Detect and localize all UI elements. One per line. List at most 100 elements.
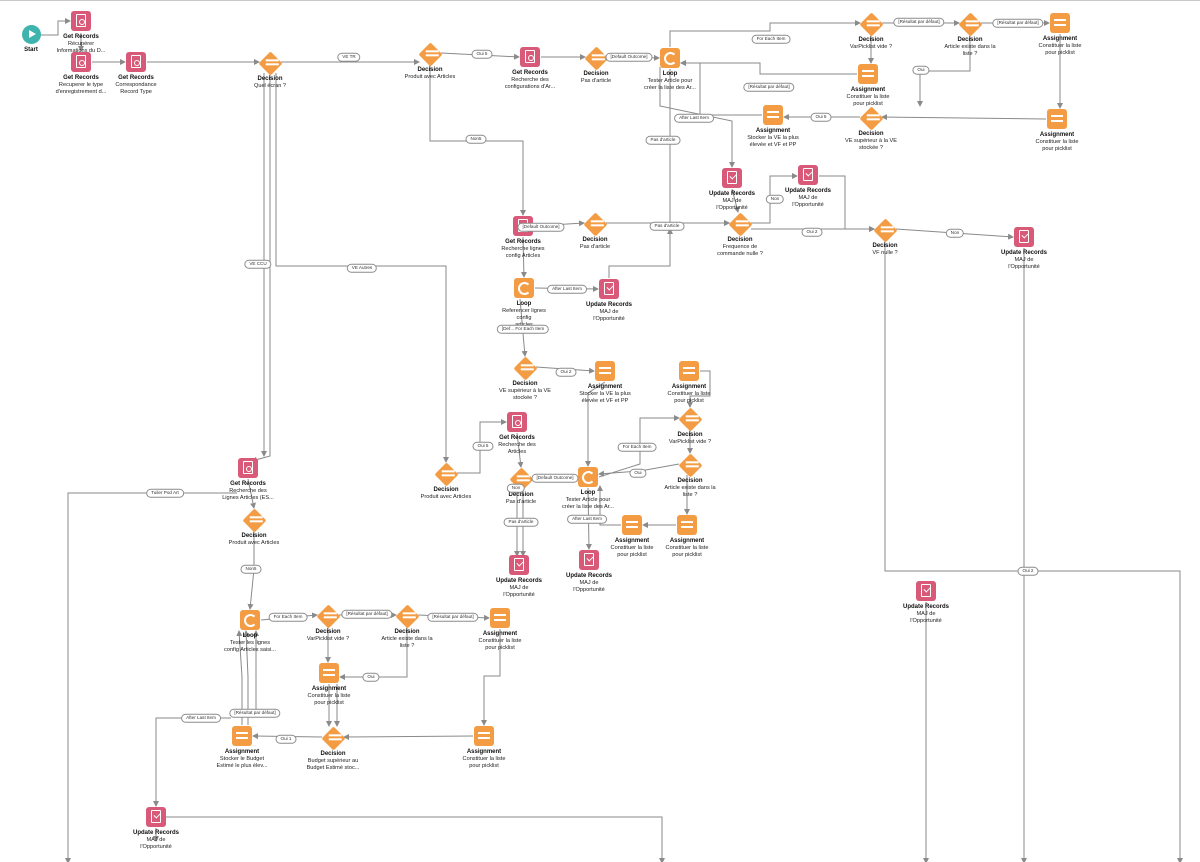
- connector-label[interactable]: [Résultat par défaut]: [427, 612, 479, 622]
- connector-label[interactable]: For Each Item: [751, 34, 791, 44]
- connector-label[interactable]: VE Autres: [346, 263, 378, 273]
- connector-label[interactable]: Oui 2: [1017, 566, 1039, 576]
- connector-label[interactable]: After Last Item: [181, 713, 221, 723]
- connector-line[interactable]: [339, 626, 408, 680]
- connector-label[interactable]: Oui 2: [555, 367, 577, 377]
- connector-label[interactable]: For Each Item: [617, 442, 657, 452]
- connector-line[interactable]: [247, 478, 256, 509]
- connector-line[interactable]: [687, 370, 711, 408]
- connector-line[interactable]: [669, 20, 861, 47]
- connector-label[interactable]: Oui: [629, 468, 647, 478]
- connector-line[interactable]: [166, 816, 665, 862]
- connector-label[interactable]: After Last Item: [567, 514, 607, 524]
- connector-line[interactable]: [597, 485, 621, 526]
- connector-label[interactable]: Non: [945, 228, 965, 238]
- connector-line[interactable]: [659, 67, 735, 168]
- connector-label[interactable]: Non5: [240, 564, 262, 574]
- connector-label[interactable]: Pas d'article: [503, 517, 539, 527]
- connector-line[interactable]: [251, 73, 271, 463]
- connector-line[interactable]: [40, 18, 71, 36]
- start-node-start[interactable]: Start: [0, 25, 96, 54]
- connector-label[interactable]: Non: [506, 483, 526, 493]
- connector-label[interactable]: [Default Outcome]: [517, 222, 565, 232]
- connector-line[interactable]: [731, 188, 740, 213]
- connector-label[interactable]: [Résultat par défaut]: [341, 609, 393, 619]
- connector-line[interactable]: [585, 381, 606, 467]
- connector-label[interactable]: Non: [765, 194, 785, 204]
- connector-label[interactable]: [Résultat par défaut]: [992, 18, 1044, 28]
- connector-line[interactable]: [481, 629, 501, 726]
- connector-label[interactable]: For Each Item: [268, 612, 308, 622]
- connector-label[interactable]: Oui: [912, 65, 930, 75]
- connector-line[interactable]: [520, 236, 527, 278]
- connector-label[interactable]: [Default Outcome]: [531, 473, 579, 483]
- connector-line[interactable]: [598, 415, 680, 478]
- connector-label[interactable]: Oui: [362, 672, 380, 682]
- connector-label[interactable]: [Résultat par défaut]: [229, 708, 281, 718]
- connector-label[interactable]: VE TR: [337, 52, 361, 62]
- connector-line[interactable]: [608, 228, 673, 278]
- connector-label[interactable]: Pas d'article: [649, 221, 685, 231]
- connector-line[interactable]: [917, 34, 971, 107]
- connector-label[interactable]: Oui 5: [472, 441, 494, 451]
- connector-line[interactable]: [680, 60, 857, 75]
- connector-label[interactable]: [Résultat par défaut]: [893, 17, 945, 27]
- connector-line[interactable]: [884, 240, 1183, 862]
- connector-label[interactable]: Oui 5: [810, 112, 832, 122]
- connector-line[interactable]: [881, 114, 1047, 121]
- connector-label[interactable]: Pas d'article: [645, 135, 681, 145]
- connector-line[interactable]: [343, 733, 474, 740]
- connector-label[interactable]: Non5: [465, 134, 487, 144]
- connector-label[interactable]: VE CCU: [244, 259, 272, 269]
- connector-label[interactable]: Oui 5: [471, 49, 493, 59]
- connector-label[interactable]: After Last Item: [674, 113, 714, 123]
- connector-label[interactable]: [Résultat par défaut]: [743, 82, 795, 92]
- connector-label[interactable]: [Default Outcome]: [605, 52, 653, 62]
- connector-line[interactable]: [516, 432, 524, 468]
- connector-label[interactable]: Oui 1: [275, 734, 297, 744]
- connector-label[interactable]: Oui 2: [801, 227, 823, 237]
